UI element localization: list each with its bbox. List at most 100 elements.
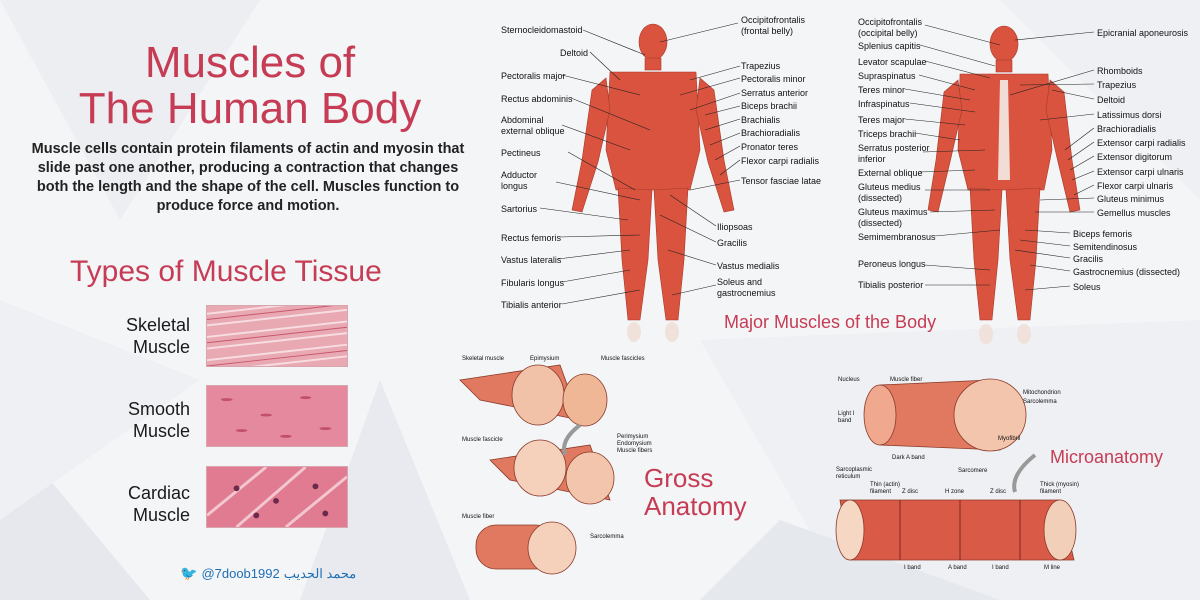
- label-soleus: Soleus: [1073, 282, 1101, 292]
- label-i-band-1: I band: [904, 565, 921, 571]
- cardiac-muscle-image: [206, 466, 348, 528]
- label-muscle-fascicles: Muscle fascicles: [601, 356, 645, 362]
- label-rectus-femoris: Rectus femoris: [501, 233, 562, 243]
- label-rectus-abdominis: Rectus abdominis: [501, 94, 573, 104]
- label-a-band: A band: [948, 565, 967, 571]
- label-biceps-femoris: Biceps femoris: [1073, 229, 1133, 239]
- label-band: band: [838, 418, 852, 424]
- title-line-2: The Human Body: [78, 84, 422, 133]
- label-semimembranosus: Semimembranosus: [858, 232, 936, 242]
- label-nucleus: Nucleus: [838, 377, 860, 383]
- label-muscle-fascicle: Muscle fascicle: [462, 437, 503, 443]
- label-peroneus-longus: Peroneus longus: [858, 259, 926, 269]
- label-myofibril: Myofibril: [998, 436, 1021, 442]
- tissue-label-line: Muscle: [132, 421, 190, 441]
- label-biceps-brachii: Biceps brachii: [741, 101, 798, 111]
- label-z-disc-1: Z disc: [902, 489, 919, 495]
- front-leader-lines: [539, 22, 741, 305]
- label-trapezius: Trapezius: [741, 61, 781, 71]
- label-brachialis: Brachialis: [741, 115, 781, 125]
- label-flexor-carpi-radialis: Flexor carpi radialis: [741, 156, 820, 166]
- label-gracilis: Gracilis: [717, 238, 748, 248]
- twitter-bird-icon: 🐦: [180, 565, 198, 581]
- label-h-zone: H zone: [945, 489, 965, 495]
- label-fibularis-longus: Fibularis longus: [501, 278, 565, 288]
- label-z-disc-2: Z disc: [990, 489, 1007, 495]
- label-thick-myosin: Thick (myosin): [1040, 482, 1080, 488]
- label-tensor-fasciae-latae: Tensor fasciae latae: [741, 176, 822, 186]
- label-occipitofrontalis-back: Occipitofrontalis: [858, 17, 923, 27]
- label-frontal-belly: (frontal belly): [741, 26, 794, 36]
- label-gastrocnemius: gastrocnemius: [717, 288, 776, 298]
- gross-anatomy-diagram: [459, 364, 615, 575]
- credit-handle: @7doob1992: [201, 566, 280, 581]
- label-pectoralis-major: Pectoralis major: [501, 71, 566, 81]
- label-thin-actin: Thin (actin): [870, 482, 901, 488]
- label-teres-major: Teres major: [858, 115, 906, 125]
- microanatomy-diagram: [835, 378, 1077, 561]
- tissue-label-line: Cardiac: [127, 483, 190, 503]
- tissue-list: Skeletal Muscle Smooth Muscle Cardiac Mu…: [0, 0, 400, 600]
- label-abdominal: Abdominal: [501, 115, 544, 125]
- label-soleus-and: Soleus and: [717, 277, 763, 287]
- label-flexor-carpi-ulnaris: Flexor carpi ulnaris: [1097, 181, 1174, 191]
- label-endomysium: Endomysium: [617, 441, 652, 447]
- label-brachioradialis: Brachioradialis: [741, 128, 801, 138]
- label-skeletal-muscle: Skeletal muscle: [462, 356, 505, 362]
- label-sternocleidomastoid: Sternocleidomastoid: [501, 25, 583, 35]
- label-supraspinatus: Supraspinatus: [858, 71, 916, 81]
- tissue-label-skeletal: Skeletal Muscle: [110, 314, 190, 358]
- label-filament-thick: filament: [1040, 489, 1062, 495]
- label-m-line: M line: [1044, 565, 1061, 571]
- label-extensor-digitorum: Extensor digitorum: [1097, 152, 1173, 162]
- label-vastus-lateralis: Vastus lateralis: [501, 255, 562, 265]
- label-pronator-teres: Pronator teres: [741, 142, 799, 152]
- label-gluteus-maximus: Gluteus maximus: [858, 207, 928, 217]
- intro-text: Muscle cells contain protein filaments o…: [31, 141, 465, 214]
- smooth-muscle-image: [206, 385, 348, 447]
- label-i-band-2: I band: [992, 565, 1009, 571]
- label-gracilis-back: Gracilis: [1073, 254, 1104, 264]
- label-sarcomere: Sarcomere: [958, 468, 988, 474]
- label-serratus-anterior: Serratus anterior: [741, 88, 809, 98]
- skeletal-muscle-image: [206, 305, 348, 367]
- label-inferior: inferior: [858, 154, 886, 164]
- label-iliopsoas: Iliopsoas: [717, 222, 753, 232]
- label-vastus-medialis: Vastus medialis: [717, 261, 780, 271]
- tissue-label-line: Muscle: [132, 337, 190, 357]
- label-epicranial-aponeurosis: Epicranial aponeurosis: [1097, 28, 1189, 38]
- label-trapezius-back: Trapezius: [1097, 80, 1137, 90]
- label-external-oblique-back: External oblique: [858, 168, 923, 178]
- label-filament-thin: filament: [870, 489, 892, 495]
- label-serratus-posterior: Serratus posterior: [858, 143, 930, 153]
- label-tibialis-posterior: Tibialis posterior: [858, 280, 924, 290]
- label-gluteus-medius: Gluteus medius: [858, 182, 921, 192]
- gross-anatomy-title: Gross Anatomy: [644, 464, 747, 520]
- label-dark-a-band: Dark A band: [892, 455, 925, 461]
- label-sarcolemma: Sarcolemma: [590, 534, 624, 540]
- back-leader-lines: [904, 24, 1095, 291]
- tissue-label-line: Smooth: [127, 399, 190, 419]
- label-sarcolemma-micro: Sarcolemma: [1023, 399, 1057, 405]
- label-splenius-capitis: Splenius capitis: [858, 41, 921, 51]
- label-dissected-2: (dissected): [858, 218, 903, 228]
- label-extensor-carpi-radialis: Extensor carpi radialis: [1097, 138, 1186, 148]
- label-extensor-carpi-ulnaris: Extensor carpi ulnaris: [1097, 167, 1184, 177]
- label-gemellus-muscles: Gemellus muscles: [1097, 208, 1171, 218]
- front-body-figure: [571, 23, 735, 321]
- microanatomy-title: Microanatomy: [1050, 447, 1164, 467]
- label-muscle-fiber: Muscle fiber: [462, 514, 495, 520]
- label-perimysium: Perimysium: [617, 434, 649, 440]
- label-rhomboids: Rhomboids: [1097, 66, 1143, 76]
- label-muscle-fiber-micro: Muscle fiber: [890, 377, 923, 383]
- author-credit[interactable]: 🐦 @7doob1992 محمد الحديب: [180, 565, 356, 582]
- label-pectoralis-minor: Pectoralis minor: [741, 74, 806, 84]
- label-semitendinosus: Semitendinosus: [1073, 242, 1138, 252]
- label-external-oblique: external oblique: [501, 126, 565, 136]
- gross-title-line-1: Gross: [644, 463, 714, 493]
- tissue-label-cardiac: Cardiac Muscle: [110, 482, 190, 526]
- label-latissimus-dorsi: Latissimus dorsi: [1097, 110, 1162, 120]
- credit-name: محمد الحديب: [283, 565, 357, 581]
- page-title: Muscles of The Human Body: [60, 40, 440, 132]
